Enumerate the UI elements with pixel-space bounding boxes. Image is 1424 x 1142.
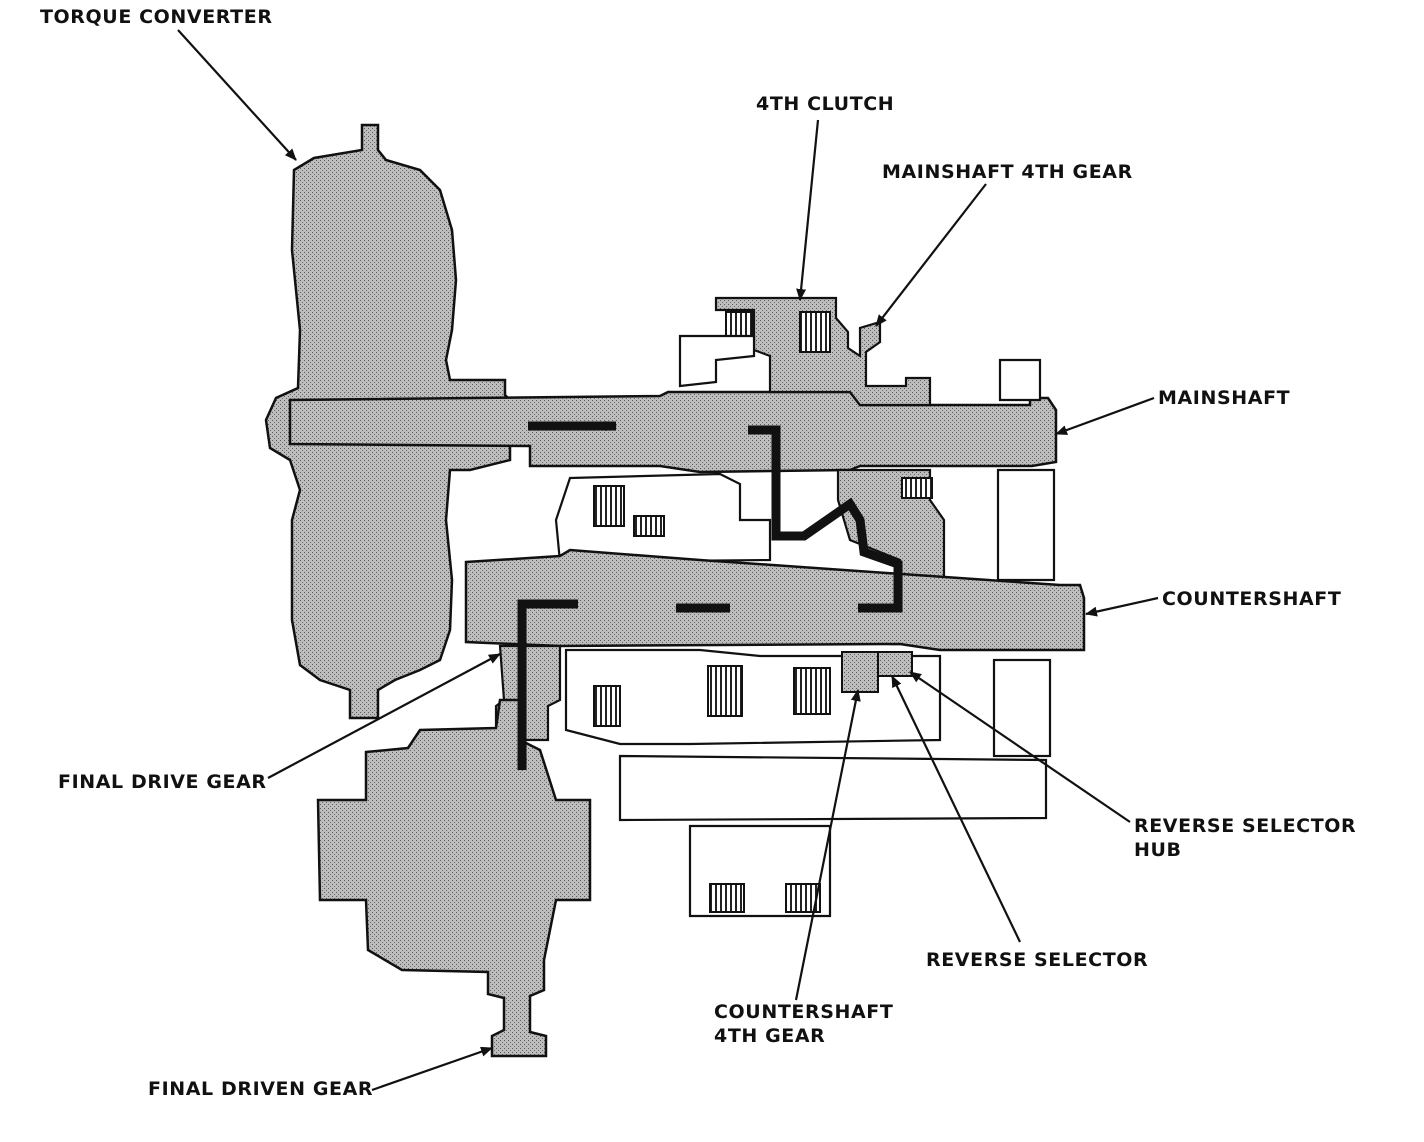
leader-lines	[177, 29, 1159, 1092]
lower-teeth-2	[707, 665, 743, 717]
label-reverse-selector-hub: REVERSE SELECTOR HUB	[1134, 814, 1356, 862]
power-flow-path-down	[748, 425, 903, 613]
leader-torque-converter	[177, 29, 297, 161]
leader-reverse-selector	[891, 675, 1021, 943]
countershaft-4th-gear-part	[841, 651, 879, 693]
label-reverse-selector-hub-line2: HUB	[1134, 839, 1182, 861]
lower-teeth-1	[593, 685, 621, 727]
label-final-driven-gear: FINAL DRIVEN GEAR	[148, 1078, 374, 1100]
reverse-selector-part	[877, 651, 913, 677]
lower-teeth-3	[793, 667, 831, 715]
label-final-drive-gear: FINAL DRIVE GEAR	[58, 771, 267, 793]
label-fourth-clutch: 4TH CLUTCH	[756, 93, 895, 115]
middle-gear-teeth-2	[633, 515, 665, 537]
upper-clutch-drum	[678, 334, 756, 388]
leader-fourth-clutch	[796, 119, 820, 301]
label-reverse-selector: REVERSE SELECTOR	[926, 949, 1149, 971]
label-reverse-selector-hub-line1: REVERSE SELECTOR	[1134, 815, 1357, 837]
label-countershaft-4th-gear: COUNTERSHAFT 4TH GEAR	[714, 1000, 893, 1048]
power-flow-final-arrow	[517, 599, 578, 771]
countershaft	[464, 548, 1086, 652]
differential-housing	[316, 698, 592, 1058]
middle-gear-teeth-1	[593, 485, 625, 527]
label-mainshaft: MAINSHAFT	[1158, 387, 1291, 409]
leader-mainshaft-4th-gear	[875, 183, 987, 327]
right-housing-upper	[996, 358, 1056, 582]
bottom-shaft	[618, 754, 1048, 822]
right-housing-lower	[992, 658, 1052, 758]
leader-countershaft-4th-gear	[794, 689, 861, 1001]
fourth-clutch-discs	[799, 311, 831, 353]
leader-reverse-selector-hub	[909, 671, 1131, 823]
leader-final-drive-gear	[267, 653, 501, 779]
label-torque-converter: TORQUE CONVERTER	[40, 6, 273, 28]
leader-countershaft	[1085, 596, 1159, 617]
label-countershaft-4th-gear-line1: COUNTERSHAFT	[714, 1001, 894, 1023]
label-mainshaft-4th-gear: MAINSHAFT 4TH GEAR	[882, 161, 1133, 183]
middle-right-teeth	[901, 477, 933, 499]
bottom-teeth-1	[709, 883, 745, 913]
leader-mainshaft	[1055, 396, 1155, 436]
label-countershaft-4th-gear-line2: 4TH GEAR	[714, 1025, 826, 1047]
leader-final-driven-gear	[371, 1046, 493, 1092]
label-countershaft: COUNTERSHAFT	[1162, 588, 1342, 610]
